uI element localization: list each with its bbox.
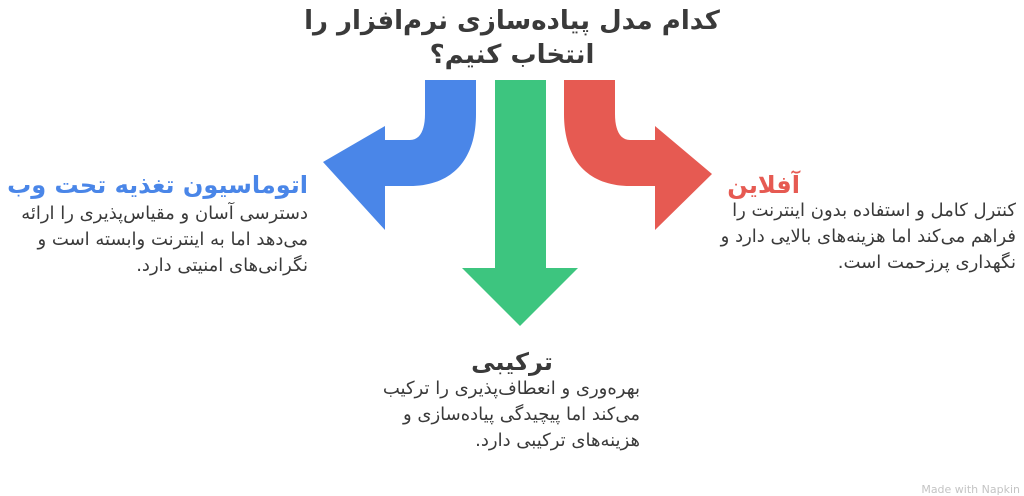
arrow-center — [462, 80, 578, 326]
option-right-title: آفلاین — [727, 171, 800, 199]
arrow-right — [564, 80, 712, 230]
option-right-description: کنترل کامل و استفاده بدون اینترنت را فرا… — [720, 200, 1016, 273]
option-center-description: بهره‌وری و انعطاف‌پذیری را ترکیب می‌کند … — [382, 378, 640, 451]
option-left-description: دسترسی آسان و مقیاس‌پذیری را ارائه می‌ده… — [21, 203, 308, 276]
diagram-title: کدام مدل پیاده‌سازی نرم‌افزار را انتخاب … — [304, 6, 720, 70]
arrow-left — [323, 80, 476, 230]
option-center-title: ترکیبی — [471, 348, 553, 376]
option-left-title: اتوماسیون تغذیه تحت وب — [7, 171, 308, 199]
